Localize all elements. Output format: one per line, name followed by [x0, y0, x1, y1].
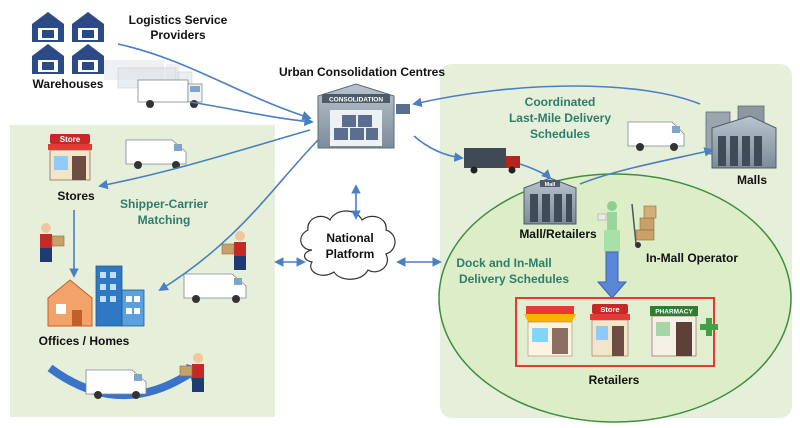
coordinated-label-2: Last-Mile Delivery — [509, 111, 611, 125]
down-arrow — [596, 251, 628, 299]
mall-sign: Mall — [545, 182, 556, 188]
arrow-ucc-to-offices — [158, 139, 319, 292]
lsp-label-2: Providers — [150, 28, 206, 42]
arrow-malls-to-ucc — [412, 85, 701, 107]
van-icon — [125, 139, 187, 169]
mall-retailers-label: Mall/Retailers — [519, 227, 597, 241]
arrow-truck-to-mall — [519, 163, 552, 180]
offices-homes-label: Offices / Homes — [39, 334, 130, 348]
person-with-box-icon — [179, 353, 204, 392]
van-icon — [85, 369, 147, 399]
dock-label-2: Delivery Schedules — [459, 272, 569, 286]
hand-truck-icon — [631, 203, 657, 248]
arrow-ucc-to-stores — [98, 129, 311, 190]
delivery-curve-arrow — [47, 364, 195, 400]
pharmacy-icon: PHARMACY — [650, 306, 718, 357]
stores-label: Stores — [57, 189, 95, 203]
arrow-ucc-to-truck — [413, 135, 464, 162]
store-icon — [524, 306, 576, 357]
national-label-2: Platform — [326, 247, 375, 261]
truck-icon — [464, 148, 520, 174]
warehouse-icon — [32, 12, 104, 74]
van-icon — [627, 121, 685, 151]
in-mall-operator-label: In-Mall Operator — [646, 251, 738, 265]
person-with-box-icon — [40, 223, 65, 262]
cloud-icon — [300, 210, 396, 280]
coordinated-label-3: Schedules — [530, 127, 590, 141]
house-icon — [47, 279, 93, 327]
arrow-trucks-to-ucc — [189, 101, 314, 127]
national-label-1: National — [326, 231, 373, 245]
lsp-label: Logistics Service — [129, 13, 228, 27]
van-icon — [183, 273, 247, 303]
shipper-label-1: Shipper-Carrier — [120, 197, 208, 211]
pharmacy-sign: PHARMACY — [655, 309, 693, 316]
robot-icon — [597, 201, 620, 252]
mall-icon: Mall — [523, 177, 577, 225]
shipper-label-2: Matching — [138, 213, 191, 227]
person-with-box-icon — [221, 231, 246, 270]
retailers-label: Retailers — [589, 373, 640, 387]
office-building-icon — [95, 265, 145, 327]
store-icon: Store — [48, 134, 92, 181]
warehouses-label: Warehouses — [33, 77, 104, 91]
dock-label-1: Dock and In-Mall — [456, 256, 551, 270]
consolidation-building-icon: CONSOLIDATION — [317, 83, 410, 149]
store-icon: Store — [590, 304, 630, 357]
ucc-label: Urban Consolidation Centres — [279, 65, 445, 79]
truck-icon — [104, 60, 203, 108]
arrow-lsp-to-ucc — [117, 43, 312, 121]
arrow-mall-to-malls — [579, 147, 714, 185]
consolidation-sign: CONSOLIDATION — [329, 97, 383, 104]
coordinated-label-1: Coordinated — [525, 95, 596, 109]
store-sign: Store — [600, 305, 619, 314]
flow-arrows — [69, 43, 714, 292]
mall-icon — [705, 105, 777, 169]
malls-label: Malls — [737, 173, 767, 187]
store-sign: Store — [60, 135, 81, 144]
